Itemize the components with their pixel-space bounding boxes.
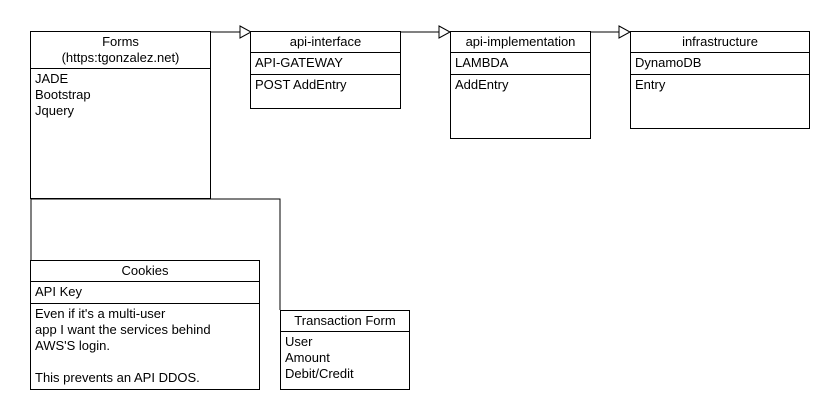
forms-items-section: JADE Bootstrap Jquery: [31, 69, 210, 122]
forms-subtitle: (https:tgonzalez.net): [61, 50, 180, 65]
api-implementation-operation-section: AddEntry: [451, 75, 590, 96]
cookies-notes-section: Even if it's a multi-user app I want the…: [31, 304, 259, 389]
transaction-form-items-section: User Amount Debit/Credit: [281, 332, 409, 385]
infrastructure-attribute-section: DynamoDB: [631, 53, 809, 75]
forms-item: Jquery: [35, 103, 75, 118]
transaction-form-class-box: Transaction Form User Amount Debit/Credi…: [280, 310, 410, 390]
cookies-attribute-section: API Key: [31, 282, 259, 304]
forms-title: Forms: [102, 34, 139, 49]
arrowhead-api-interface: [239, 25, 253, 39]
infrastructure-title-section: infrastructure: [631, 32, 809, 53]
cookies-note-line: AWS'S login.: [35, 338, 110, 353]
api-implementation-title-section: api-implementation: [451, 32, 590, 53]
api-interface-class-box: api-interface API-GATEWAY POST AddEntry: [250, 31, 401, 109]
api-implementation-class-box: api-implementation LAMBDA AddEntry: [450, 31, 591, 139]
forms-title-section: Forms (https:tgonzalez.net): [31, 32, 210, 69]
forms-class-box: Forms (https:tgonzalez.net) JADE Bootstr…: [30, 31, 211, 199]
api-implementation-operation: AddEntry: [455, 77, 509, 92]
infrastructure-attribute: DynamoDB: [635, 55, 702, 70]
api-implementation-title: api-implementation: [465, 34, 576, 49]
api-interface-title: api-interface: [289, 34, 362, 49]
transaction-form-item: Amount: [285, 350, 330, 365]
api-interface-attribute-section: API-GATEWAY: [251, 53, 400, 75]
api-interface-attribute: API-GATEWAY: [255, 55, 343, 70]
forms-item: Bootstrap: [35, 87, 91, 102]
api-interface-operation-section: POST AddEntry: [251, 75, 400, 96]
arrowhead-infrastructure: [618, 25, 632, 39]
api-implementation-attribute-section: LAMBDA: [451, 53, 590, 75]
cookies-note-line: [35, 354, 255, 370]
cookies-note-line: Even if it's a multi-user: [35, 306, 166, 321]
connector-forms-to-transaction-form: [31, 198, 281, 310]
cookies-note-line: This prevents an API DDOS.: [35, 370, 200, 385]
infrastructure-operation: Entry: [635, 77, 666, 92]
transaction-form-item: User: [285, 334, 313, 349]
api-interface-operation: POST AddEntry: [255, 77, 347, 92]
arrowhead-api-implementation: [438, 25, 452, 39]
transaction-form-title: Transaction Form: [294, 313, 396, 328]
cookies-class-box: Cookies API Key Even if it's a multi-use…: [30, 260, 260, 390]
forms-item: JADE: [35, 71, 69, 86]
transaction-form-item: Debit/Credit: [285, 366, 354, 381]
infrastructure-operation-section: Entry: [631, 75, 809, 96]
cookies-note-line: app I want the services behind: [35, 322, 211, 337]
api-interface-title-section: api-interface: [251, 32, 400, 53]
cookies-title: Cookies: [121, 263, 169, 278]
infrastructure-class-box: infrastructure DynamoDB Entry: [630, 31, 810, 129]
transaction-form-title-section: Transaction Form: [281, 311, 409, 332]
cookies-attribute: API Key: [35, 284, 82, 299]
cookies-title-section: Cookies: [31, 261, 259, 282]
api-implementation-attribute: LAMBDA: [455, 55, 509, 70]
infrastructure-title: infrastructure: [682, 34, 758, 49]
